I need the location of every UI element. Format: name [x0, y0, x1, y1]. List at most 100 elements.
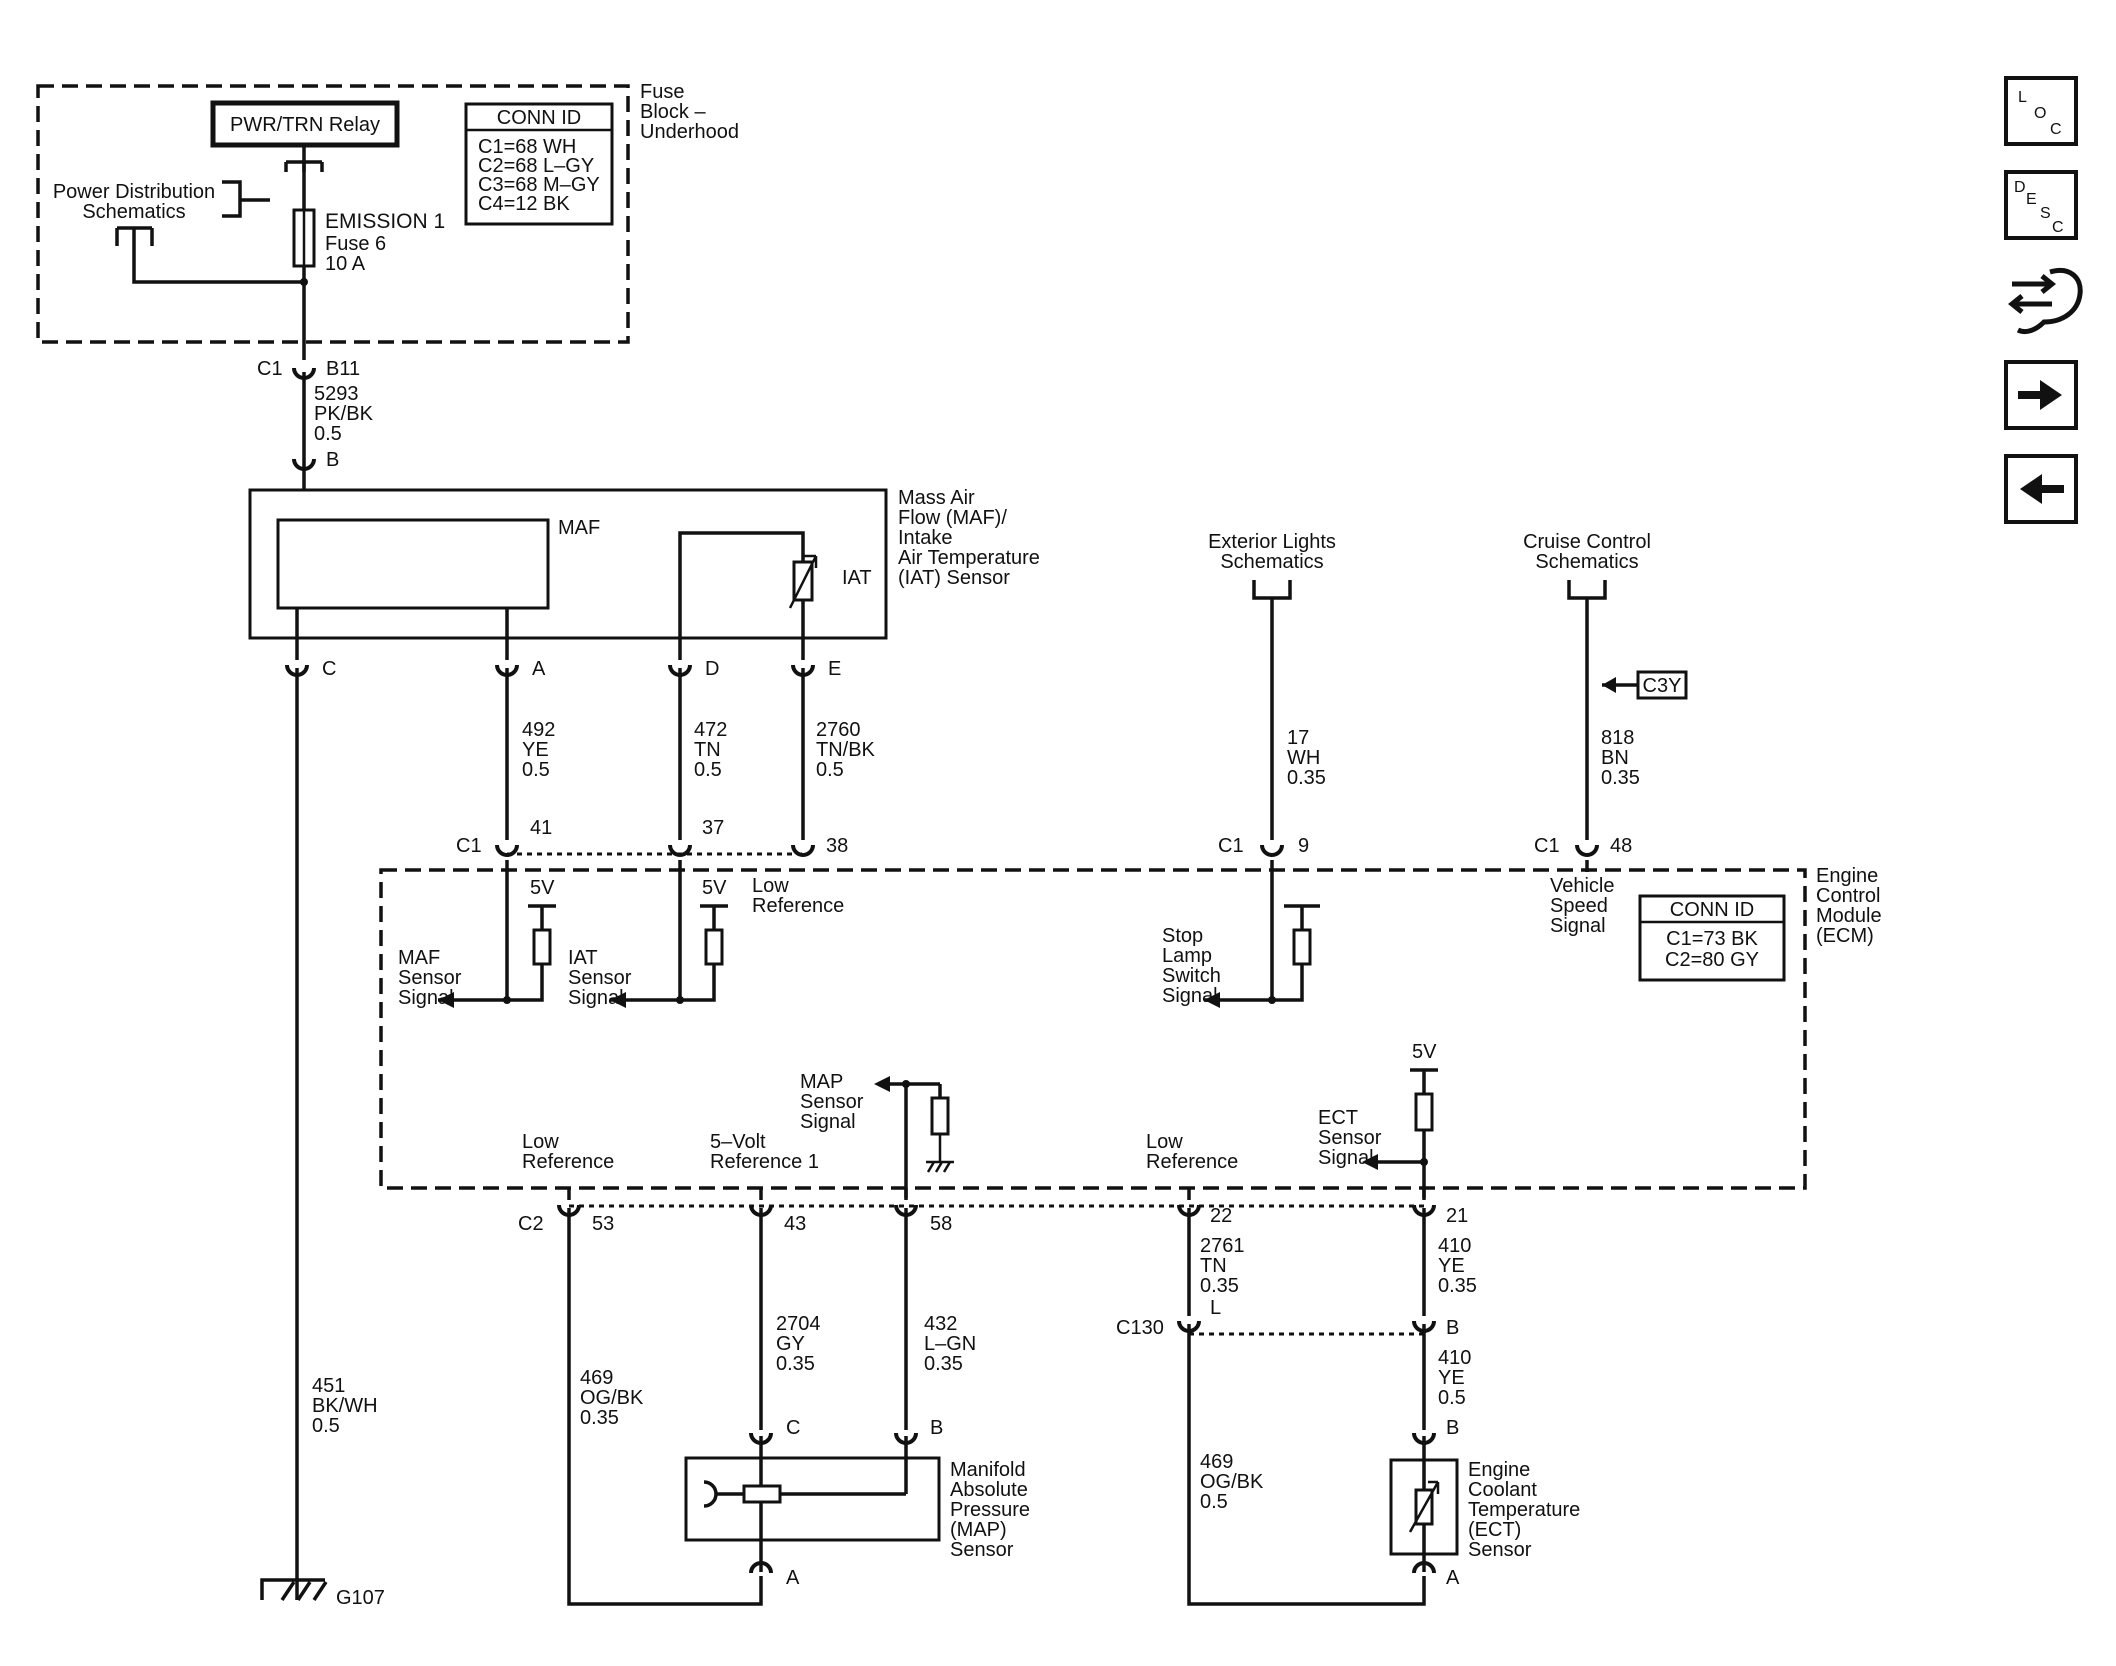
svg-text:Sensor: Sensor — [398, 967, 462, 989]
wire-469-map — [567, 1208, 763, 1606]
ect-signal-arrow-icon — [1362, 1154, 1378, 1170]
svg-text:B: B — [1446, 1417, 1459, 1439]
svg-text:PK/BK: PK/BK — [314, 403, 374, 425]
svg-text:(ECT): (ECT) — [1468, 1519, 1521, 1541]
svg-text:Mass Air: Mass Air — [898, 487, 975, 509]
svg-text:A: A — [532, 658, 546, 680]
svg-text:0.5: 0.5 — [314, 423, 342, 445]
desc-button[interactable]: D E S C — [2004, 170, 2078, 240]
svg-text:BK/WH: BK/WH — [312, 1395, 378, 1417]
svg-text:472: 472 — [694, 719, 727, 741]
stop-lamp-resistor — [1292, 928, 1312, 966]
exterior-lights-bracket — [1252, 580, 1292, 840]
svg-text:Air Temperature: Air Temperature — [898, 547, 1040, 569]
svg-text:(ECM): (ECM) — [1816, 925, 1874, 947]
svg-text:Sensor: Sensor — [1318, 1127, 1382, 1149]
svg-text:C: C — [786, 1417, 800, 1439]
svg-text:5–Volt: 5–Volt — [710, 1131, 766, 1153]
svg-text:5293: 5293 — [314, 383, 359, 405]
svg-text:OG/BK: OG/BK — [1200, 1471, 1264, 1493]
svg-text:Sensor: Sensor — [800, 1091, 864, 1113]
ecm-label: Engine Control Module (ECM) — [1816, 865, 1882, 947]
maf-element — [276, 518, 550, 610]
cruise-control-bracket — [1567, 580, 1607, 840]
svg-text:TN: TN — [694, 739, 721, 761]
svg-text:YE: YE — [522, 739, 549, 761]
svg-text:Coolant: Coolant — [1468, 1479, 1537, 1501]
wire-label-17: 17 WH 0.35 — [1287, 727, 1326, 789]
svg-text:C: C — [2050, 121, 2062, 138]
svg-text:C2: C2 — [518, 1213, 544, 1235]
svg-text:5V: 5V — [702, 877, 727, 899]
svg-text:Signal: Signal — [1162, 985, 1218, 1007]
svg-text:Underhood: Underhood — [640, 121, 739, 143]
fuse-block-label: Fuse Block – Underhood — [640, 81, 739, 143]
stop-lamp-arrow-icon — [1204, 992, 1220, 1008]
cruise-control-label: Cruise Control Schematics — [1523, 531, 1651, 573]
wire-label-410-b: 410 YE 0.5 — [1438, 1347, 1471, 1409]
svg-text:GY: GY — [776, 1333, 805, 1355]
svg-text:YE: YE — [1438, 1255, 1465, 1277]
svg-text:21: 21 — [1446, 1205, 1468, 1227]
svg-text:43: 43 — [784, 1213, 806, 1235]
svg-text:Reference: Reference — [752, 895, 844, 917]
svg-text:L: L — [1210, 1297, 1221, 1319]
svg-text:E: E — [2026, 191, 2037, 208]
ecm-pin-41 — [495, 843, 519, 857]
svg-text:L: L — [2018, 89, 2027, 106]
svg-text:53: 53 — [592, 1213, 614, 1235]
fuse-amperage: 10 A — [325, 253, 366, 275]
svg-text:0.5: 0.5 — [694, 759, 722, 781]
svg-text:Sensor: Sensor — [1468, 1539, 1532, 1561]
svg-text:O: O — [2034, 105, 2046, 122]
iat-pullup-resistor — [704, 928, 724, 966]
svg-text:Low: Low — [522, 1131, 559, 1153]
svg-text:0.5: 0.5 — [1438, 1387, 1466, 1409]
svg-text:D: D — [2014, 179, 2026, 196]
svg-text:C3Y: C3Y — [1643, 675, 1682, 697]
back-button[interactable] — [2004, 454, 2078, 524]
ecm-pin-48 — [1575, 843, 1599, 857]
svg-text:410: 410 — [1438, 1347, 1471, 1369]
svg-text:Reference: Reference — [522, 1151, 614, 1173]
next-button[interactable] — [2004, 360, 2078, 430]
chassis-ground-icon — [926, 1134, 954, 1173]
svg-text:C: C — [2052, 219, 2064, 236]
wire-469-ect — [1187, 1324, 1426, 1606]
svg-text:38: 38 — [826, 835, 848, 857]
c130-label: C130 — [1116, 1317, 1164, 1339]
iat-label: IAT — [842, 567, 872, 589]
ect-sensor-label: Engine Coolant Temperature (ECT) Sensor — [1468, 1459, 1580, 1561]
svg-text:Schematics: Schematics — [1535, 551, 1638, 573]
low-reference-1-label: Low Reference — [522, 1131, 614, 1173]
svg-text:C1=73 BK: C1=73 BK — [1666, 928, 1758, 950]
svg-text:0.5: 0.5 — [1200, 1491, 1228, 1513]
relay-label: PWR/TRN Relay — [230, 114, 380, 136]
svg-text:17: 17 — [1287, 727, 1309, 749]
svg-text:(MAP): (MAP) — [950, 1519, 1007, 1541]
svg-text:58: 58 — [930, 1213, 952, 1235]
svg-text:TN: TN — [1200, 1255, 1227, 1277]
svg-text:A: A — [1446, 1567, 1460, 1589]
diagnostics-wrench-button[interactable] — [2007, 268, 2083, 335]
svg-text:Power Distribution: Power Distribution — [53, 181, 215, 203]
arrow-right-icon — [2040, 380, 2062, 410]
wire-label-469-a: 469 OG/BK 0.35 — [580, 1367, 644, 1429]
svg-text:Engine: Engine — [1468, 1459, 1530, 1481]
fuse-number: Fuse 6 — [325, 233, 386, 255]
svg-text:Vehicle: Vehicle — [1550, 875, 1615, 897]
svg-text:9: 9 — [1298, 835, 1309, 857]
svg-text:C1: C1 — [1534, 835, 1560, 857]
map-sensor-body — [684, 1456, 941, 1542]
wire-label-469-b: 469 OG/BK 0.5 — [1200, 1451, 1264, 1513]
svg-text:S: S — [2040, 205, 2051, 222]
svg-text:B: B — [326, 449, 339, 471]
svg-text:Speed: Speed — [1550, 895, 1608, 917]
svg-text:0.35: 0.35 — [1287, 767, 1326, 789]
svg-text:0.5: 0.5 — [312, 1415, 340, 1437]
svg-text:Intake: Intake — [898, 527, 952, 549]
svg-text:0.35: 0.35 — [1200, 1275, 1239, 1297]
svg-text:Stop: Stop — [1162, 925, 1203, 947]
arrow-left-nav-icon — [2020, 474, 2042, 504]
loc-button[interactable]: L O C — [2004, 76, 2078, 146]
